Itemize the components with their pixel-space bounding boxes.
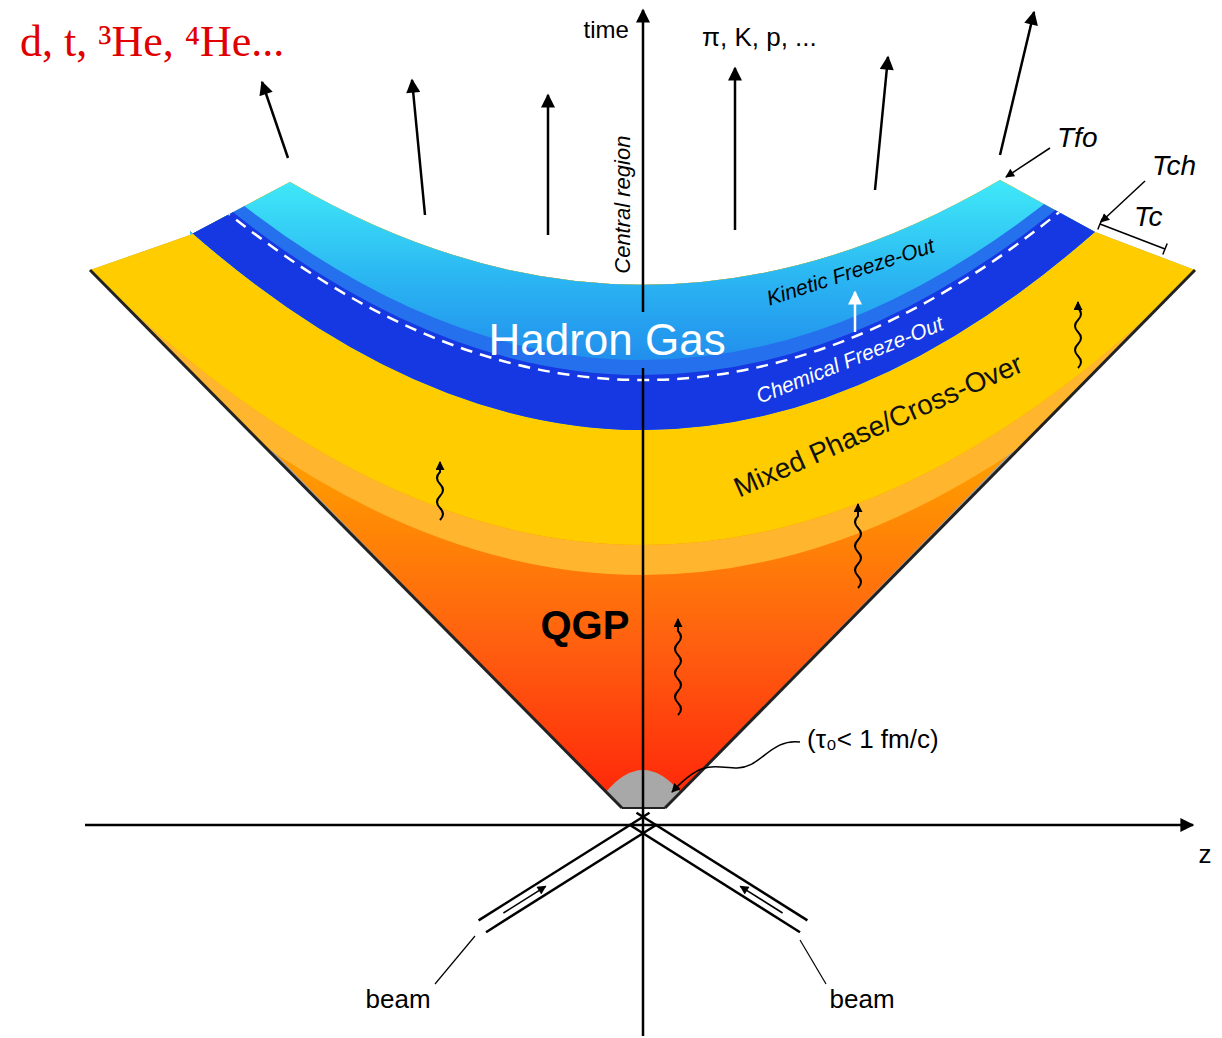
beam-line — [629, 825, 800, 933]
leader-line — [800, 940, 826, 984]
particle-arrow — [262, 82, 288, 158]
axis-label: time — [584, 16, 629, 44]
region-label: Central region — [610, 135, 635, 273]
qgp-region-text: QGP — [541, 602, 630, 648]
leader-line — [1006, 148, 1050, 177]
particle-arrow — [1000, 12, 1034, 155]
range-bracket — [1098, 218, 1102, 229]
axis-label-box: z — [1197, 838, 1214, 872]
hadron-gas-band-text: Hadron Gas — [489, 315, 726, 366]
freeze-out-arrow — [854, 292, 857, 332]
freeze-out-label: Kinetic Freeze-Out — [763, 234, 937, 311]
time-axis — [642, 368, 645, 1036]
z-axis — [85, 824, 1193, 827]
particle-arrow — [547, 95, 550, 235]
photon-arrow — [437, 462, 443, 520]
time-axis — [642, 10, 645, 312]
beam-arrow — [740, 886, 782, 913]
callout-line — [672, 742, 800, 792]
qgp-region: QGP — [537, 598, 634, 652]
leader-line — [435, 936, 475, 984]
range-bracket — [1163, 243, 1167, 254]
temperature-label: Tfo — [1057, 122, 1097, 154]
particle-species-label: π, K, p, ... — [702, 23, 817, 53]
particle-species-label: d, t, ³He, ⁴He... — [20, 17, 284, 68]
temperature-label-box: Tch — [1150, 148, 1198, 184]
photon-arrow — [855, 504, 861, 588]
beam-line — [637, 813, 808, 921]
photon-arrow — [675, 619, 681, 715]
temperature-label-box: Tc — [1132, 199, 1165, 235]
photon-arrow — [1075, 302, 1081, 368]
region-label-box: Central region — [608, 133, 637, 275]
axis-label-box: time — [582, 14, 631, 46]
beam-line — [479, 813, 650, 921]
time-annotation: (τ₀< 1 fm/c) — [807, 725, 939, 755]
axis-label: z — [1199, 840, 1212, 870]
particle-arrow — [875, 57, 888, 190]
time-annotation-box: (τ₀< 1 fm/c) — [805, 723, 941, 757]
particle-species-label-box: π, K, p, ... — [700, 21, 819, 55]
particle-arrow — [412, 80, 425, 215]
temperature-label: Tch — [1152, 150, 1196, 182]
beam-label-box: beam — [364, 983, 433, 1017]
hadron-gas-band: Hadron Gas — [485, 311, 730, 370]
beam-line — [486, 825, 657, 933]
light-cone-edge — [665, 270, 1195, 808]
beam-label: beam — [366, 985, 431, 1015]
particle-arrow — [734, 68, 737, 230]
beam-label: beam — [830, 985, 895, 1015]
freeze-out-label-box: Kinetic Freeze-Out — [761, 231, 940, 313]
mixed-phase-band-text: Mixed Phase/Cross-Over — [728, 348, 1027, 505]
temperature-label: Tc — [1134, 201, 1163, 233]
beam-arrow — [503, 886, 545, 913]
beam-label-box: beam — [828, 983, 897, 1017]
particle-species-label-box: d, t, ³He, ⁴He... — [18, 15, 286, 70]
temperature-label-box: Tfo — [1055, 120, 1099, 156]
mixed-phase-band: Mixed Phase/Cross-Over — [723, 343, 1032, 510]
